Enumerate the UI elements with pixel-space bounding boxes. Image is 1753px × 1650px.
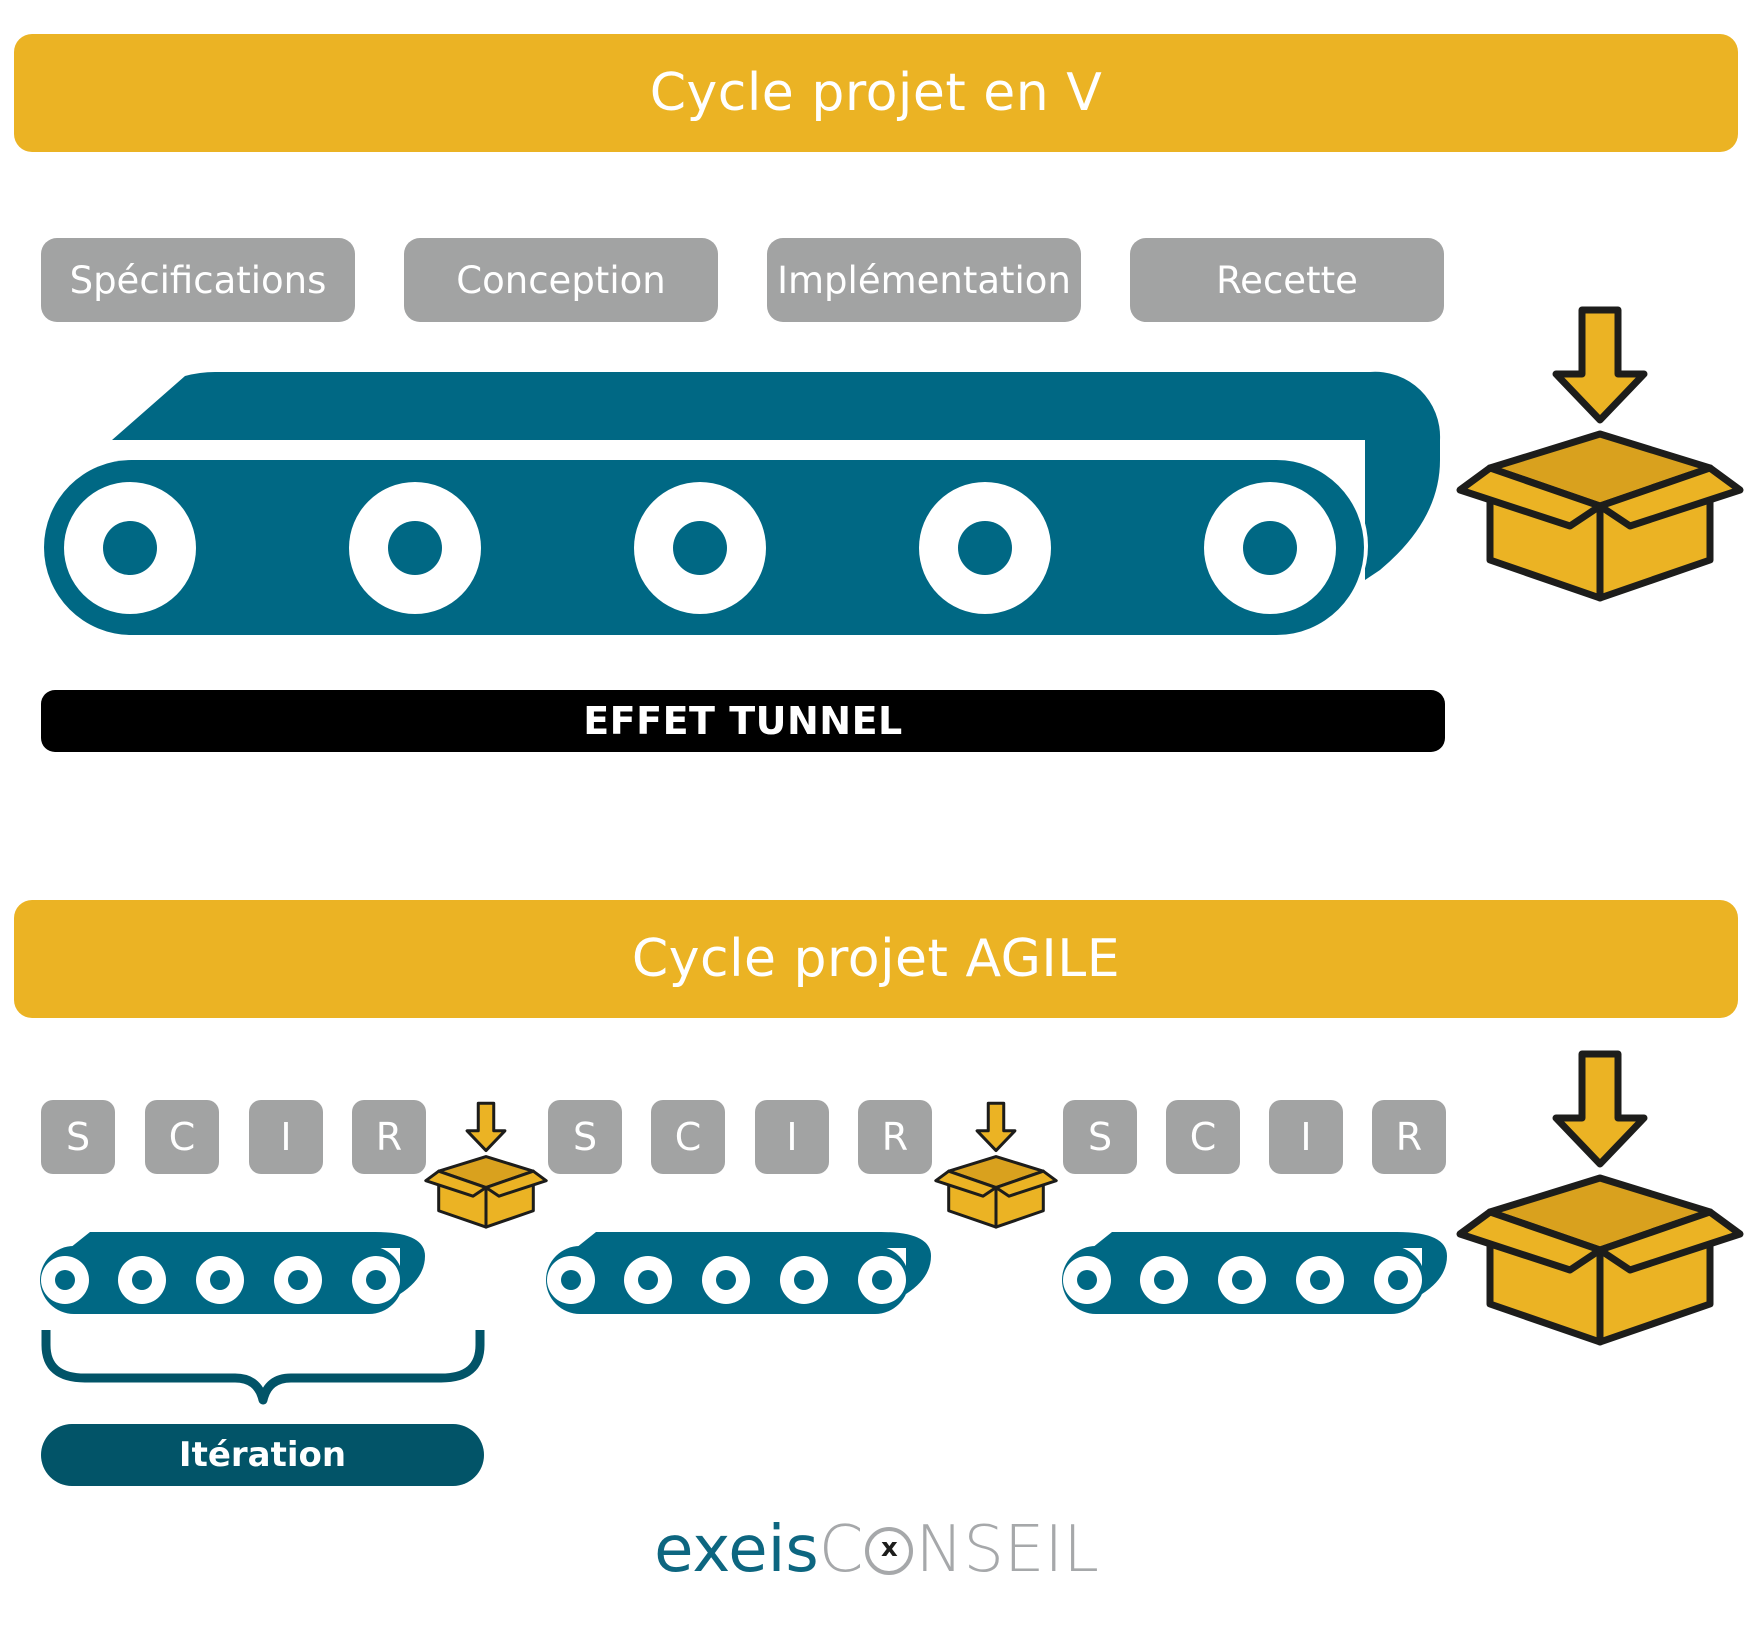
mini-phase-r: R [1372, 1100, 1446, 1174]
logo-part-c: C [818, 1513, 864, 1587]
iteration-box-icon [424, 1101, 548, 1229]
mini-phase-s: S [548, 1100, 622, 1174]
small-conveyor-icon [546, 1232, 931, 1314]
mini-phase-i: I [249, 1100, 323, 1174]
iteration-label: Itération [41, 1424, 484, 1486]
v-cycle-title: Cycle projet en V [649, 63, 1103, 123]
final-delivery-box-icon [1460, 1054, 1740, 1342]
logo-x-mark-icon: x [865, 1527, 914, 1575]
logo-part-exeis: exeis [654, 1513, 819, 1587]
mini-phase-i: I [755, 1100, 829, 1174]
mini-phase-r: R [352, 1100, 426, 1174]
mini-phase-i: I [1269, 1100, 1343, 1174]
small-conveyor-icon [40, 1232, 425, 1314]
mini-phase-c: C [651, 1100, 725, 1174]
phase-implementation: Implémentation [767, 238, 1081, 322]
delivery-box-icon [1460, 310, 1740, 598]
mini-phase-s: S [1063, 1100, 1137, 1174]
phase-conception: Conception [404, 238, 718, 322]
v-cycle-banner: Cycle projet en V [14, 34, 1738, 152]
agile-cycle-banner: Cycle projet AGILE [14, 900, 1738, 1018]
mini-phase-c: C [145, 1100, 219, 1174]
mini-phase-c: C [1166, 1100, 1240, 1174]
phase-specifications: Spécifications [41, 238, 355, 322]
logo-part-nseil: NSEIL [915, 1513, 1099, 1587]
iteration-brace-icon [41, 1330, 485, 1405]
tunnel-effect-label: EFFET TUNNEL [41, 690, 1445, 752]
logo-x-mark: x [881, 1533, 898, 1563]
conveyor-belt-icon [40, 371, 1441, 635]
phase-recette: Recette [1130, 238, 1444, 322]
mini-phase-r: R [858, 1100, 932, 1174]
agile-cycle-title: Cycle projet AGILE [631, 929, 1121, 989]
mini-phase-s: S [41, 1100, 115, 1174]
small-conveyor-icon [1062, 1232, 1447, 1314]
iteration-box-icon [934, 1101, 1058, 1229]
